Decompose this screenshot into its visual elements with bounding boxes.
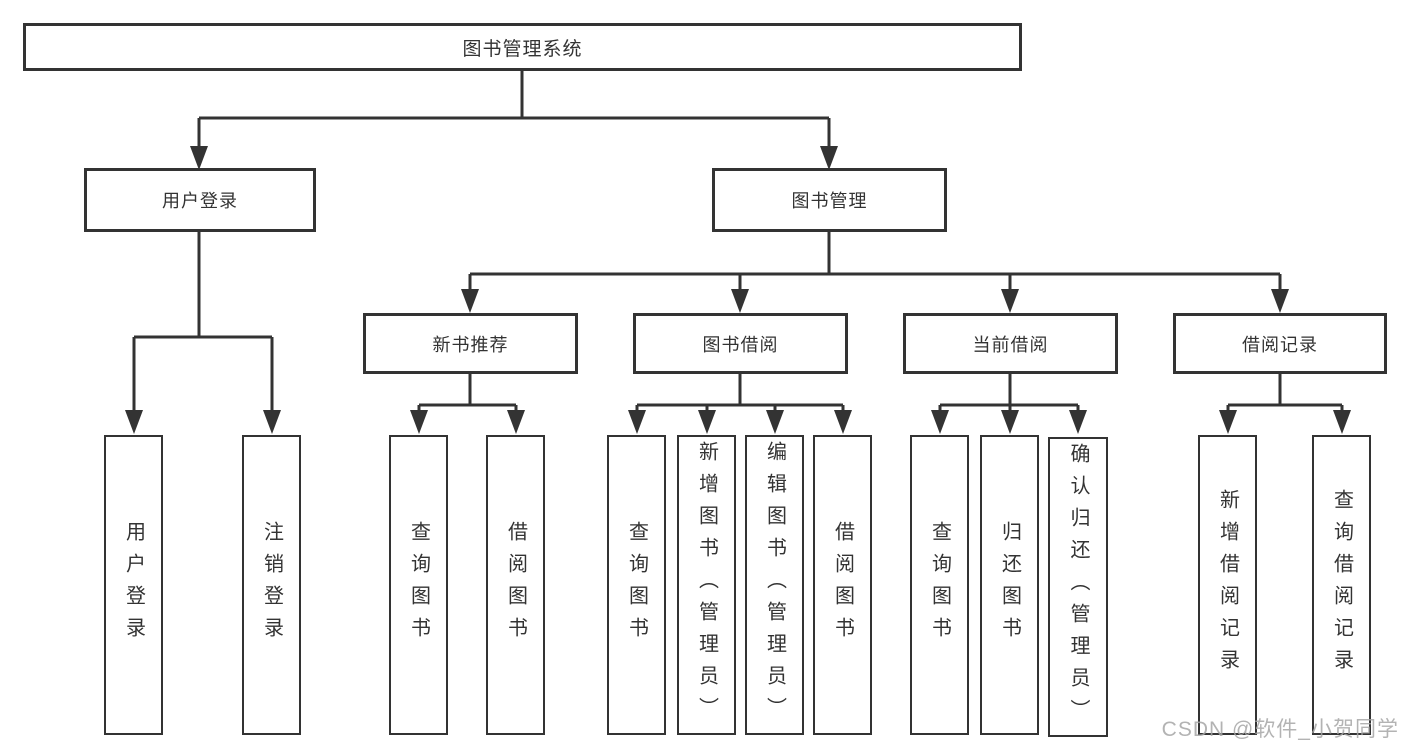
csdn-watermark: CSDN @软件_小贺同学	[1161, 718, 1399, 741]
leaf-add-book-admin: 新增图书（管理员）	[677, 435, 736, 735]
node-current-borrow: 当前借阅	[903, 313, 1118, 374]
node-label: 图书管理	[791, 191, 868, 211]
connector-book-management-split	[468, 232, 1282, 291]
connector-root-split	[197, 71, 831, 148]
leaf-query-books-current: 查询图书	[910, 435, 969, 735]
arrowhead	[461, 289, 479, 313]
leaf-label: 用户登录	[122, 521, 145, 649]
arrowhead	[1271, 289, 1289, 313]
arrowhead	[410, 410, 428, 434]
connector-user-login-split	[132, 232, 274, 412]
leaf-logout: 注销登录	[242, 435, 301, 735]
node-system-root: 图书管理系统	[23, 23, 1022, 71]
leaf-borrow-books-recommend: 借阅图书	[486, 435, 545, 735]
leaf-label: 新增图书（管理员）	[695, 441, 718, 729]
connector-current-borrow-split	[938, 374, 1080, 412]
arrowhead	[1333, 410, 1351, 434]
leaf-edit-book-admin: 编辑图书（管理员）	[745, 435, 804, 735]
arrowhead	[125, 410, 143, 434]
leaf-label: 查询借阅记录	[1330, 489, 1353, 681]
arrowhead	[931, 410, 949, 434]
leaf-label: 借阅图书	[831, 521, 854, 649]
node-new-book-recommend: 新书推荐	[363, 313, 578, 374]
leaf-query-books-recommend: 查询图书	[389, 435, 448, 735]
leaf-borrow-books: 借阅图书	[813, 435, 872, 735]
node-user-login: 用户登录	[84, 168, 316, 232]
node-label: 图书借阅	[702, 334, 779, 355]
arrowheads	[125, 146, 1351, 434]
node-book-management: 图书管理	[712, 168, 947, 232]
leaf-label: 查询图书	[625, 521, 648, 649]
arrowhead	[820, 146, 838, 170]
arrowhead	[1219, 410, 1237, 434]
leaf-query-borrow-record: 查询借阅记录	[1312, 435, 1371, 735]
arrowhead	[1069, 410, 1087, 434]
arrowhead	[698, 410, 716, 434]
arrowhead	[190, 146, 208, 170]
leaf-label: 借阅图书	[504, 521, 527, 649]
arrowhead	[731, 289, 749, 313]
node-label: 用户登录	[162, 191, 238, 211]
leaf-label: 查询图书	[407, 521, 430, 649]
node-label: 当前借阅	[972, 334, 1049, 355]
node-borrow-records: 借阅记录	[1173, 313, 1387, 374]
connector-book-borrow-split	[635, 374, 845, 412]
connector-new-book-split	[417, 374, 518, 412]
leaf-add-borrow-record: 新增借阅记录	[1198, 435, 1257, 735]
leaf-user-login: 用户登录	[104, 435, 163, 735]
node-book-borrow: 图书借阅	[633, 313, 848, 374]
leaf-label: 查询图书	[928, 521, 951, 649]
arrowhead	[1001, 410, 1019, 434]
leaf-return-book: 归还图书	[980, 435, 1039, 735]
connector-borrow-records-split	[1226, 374, 1344, 412]
leaf-label: 编辑图书（管理员）	[763, 441, 786, 729]
arrowhead	[507, 410, 525, 434]
leaf-label: 归还图书	[998, 521, 1021, 649]
node-label: 图书管理系统	[462, 38, 583, 60]
arrowhead	[834, 410, 852, 434]
arrowhead	[263, 410, 281, 434]
leaf-confirm-return-admin: 确认归还（管理员）	[1048, 437, 1108, 737]
arrowhead	[1001, 289, 1019, 313]
arrowhead	[766, 410, 784, 434]
node-label: 新书推荐	[432, 334, 509, 355]
leaf-query-books-borrow: 查询图书	[607, 435, 666, 735]
leaf-label: 注销登录	[260, 521, 283, 649]
leaf-label: 确认归还（管理员）	[1067, 443, 1089, 731]
arrowhead	[628, 410, 646, 434]
leaf-label: 新增借阅记录	[1216, 489, 1239, 681]
node-label: 借阅记录	[1242, 334, 1318, 355]
